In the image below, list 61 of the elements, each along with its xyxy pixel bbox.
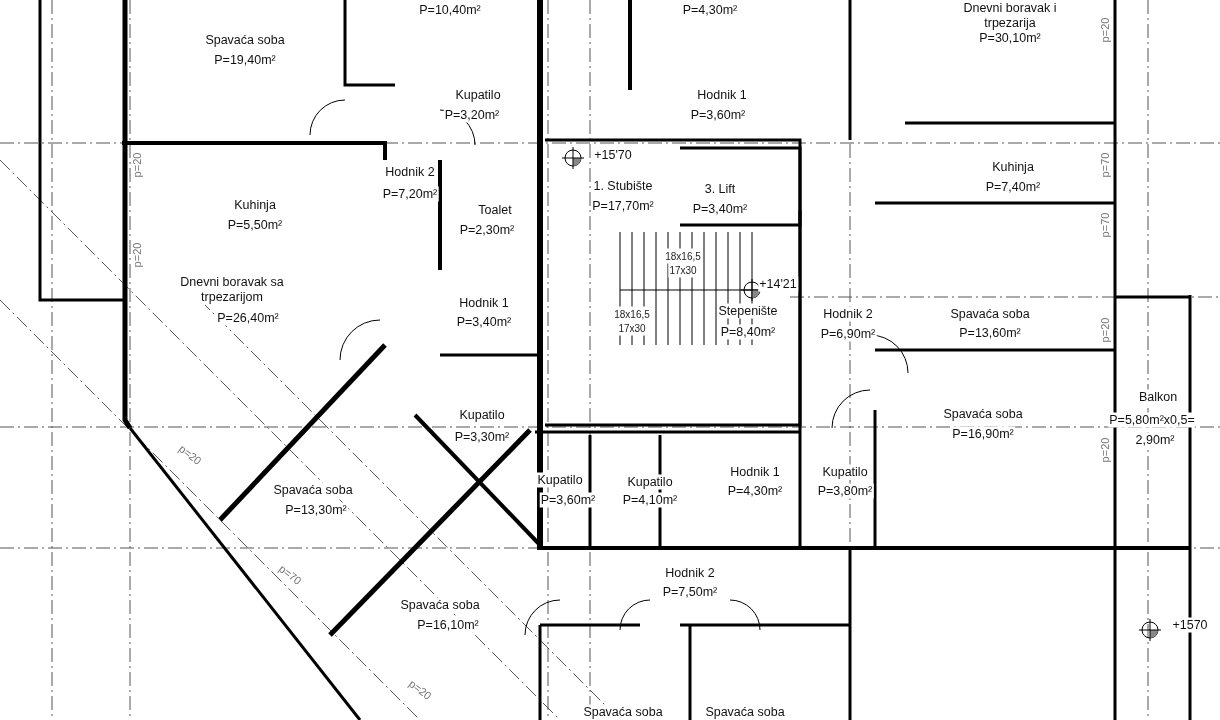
parapet-height-label: p=20: [129, 151, 144, 179]
room-area: P=10,40m²: [418, 2, 482, 18]
room-name: Spavaća soba: [399, 597, 481, 613]
room-name: Kupatilo: [821, 464, 869, 480]
stair-dimension: 17x30: [668, 262, 698, 278]
level-label: +14'21: [758, 276, 798, 292]
room-area: P=5,80m²x0,5=: [1108, 412, 1196, 428]
level-label: +1570: [1171, 617, 1209, 633]
room-area: P=5,50m²: [226, 217, 284, 233]
room-name: Balkon: [1137, 389, 1179, 405]
room-name: Spavaća soba: [272, 482, 354, 498]
room-area: P=2,30m²: [458, 222, 516, 238]
room-name: Spavaća soba: [204, 32, 286, 48]
parapet-height-label: p=20: [129, 241, 144, 269]
room-area: P=7,20m²: [381, 186, 439, 202]
parapet-height-label: p=70: [275, 561, 305, 589]
room-area: P=8,40m²: [719, 324, 777, 340]
room-name: Kuhinja: [991, 159, 1035, 175]
room-name: Stepenište: [717, 303, 779, 319]
parapet-height-label: p=70: [1097, 211, 1112, 239]
room-area: P=30,10m²: [978, 30, 1042, 46]
stair-dimension: 18x16,5: [664, 248, 702, 264]
room-area: 2,90m²: [1134, 432, 1176, 448]
room-area: P=3,20m²: [443, 107, 501, 123]
room-area: P=7,40m²: [984, 179, 1042, 195]
room-area: P=17,70m²: [591, 198, 655, 214]
room-name: Spavaća soba: [949, 306, 1031, 322]
parapet-height-label: p=20: [1097, 16, 1112, 44]
room-name: Hodnik 2: [822, 306, 874, 322]
room-area: P=6,90m²: [819, 326, 877, 342]
room-area: P=13,30m²: [284, 502, 348, 518]
parapet-height-label: p=70: [1097, 151, 1112, 179]
room-area: P=19,40m²: [213, 52, 277, 68]
room-name: Kuhinja: [233, 197, 277, 213]
room-name: Spavaća soba: [704, 704, 786, 720]
room-area: P=3,60m²: [689, 107, 747, 123]
room-area: P=26,40m²: [216, 310, 280, 326]
room-area: P=3,80m²: [816, 483, 874, 499]
room-area: P=4,10m²: [621, 492, 679, 508]
room-name: Kupatilo: [454, 87, 502, 103]
parapet-height-label: p=20: [1097, 316, 1112, 344]
room-area: P=16,90m²: [951, 426, 1015, 442]
room-area: P=4,30m²: [681, 2, 739, 18]
room-area: P=7,50m²: [661, 584, 719, 600]
parapet-height-label: p=20: [1097, 436, 1112, 464]
room-area: P=16,10m²: [416, 617, 480, 633]
room-area: P=13,60m²: [958, 325, 1022, 341]
stair-dimension: 18x16,5: [613, 306, 651, 322]
room-name: Kupatilo: [626, 474, 674, 490]
stair-dimension: 17x30: [617, 320, 647, 336]
room-name: Kupatilo: [536, 472, 584, 488]
room-area: P=3,40m²: [455, 314, 513, 330]
room-area: P=3,30m²: [453, 429, 511, 445]
room-name: Kupatilo: [458, 407, 506, 423]
parapet-height-label: p=20: [405, 676, 435, 704]
room-area: P=3,40m²: [691, 201, 749, 217]
parapet-height-label: p=20: [175, 441, 205, 469]
room-area: P=3,60m²: [539, 492, 597, 508]
room-area: P=4,30m²: [726, 483, 784, 499]
room-name: Spavaća soba: [582, 704, 664, 720]
room-name: Spavaća soba: [942, 406, 1024, 422]
